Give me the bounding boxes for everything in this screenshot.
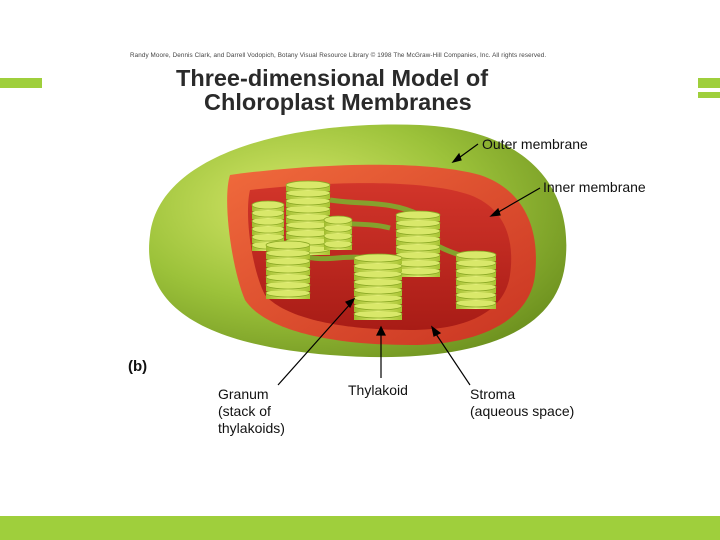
thylakoid-disk-top — [455, 250, 497, 260]
thylakoid-disk-top — [353, 253, 403, 263]
pointer-inner — [494, 187, 541, 215]
thylakoid-disk-top — [251, 200, 285, 210]
accent-bar-right — [698, 78, 720, 88]
thylakoid-disk-top — [285, 180, 331, 190]
label-stroma: Stroma (aqueous space) — [470, 386, 574, 420]
accent-bar-right-lower — [698, 92, 720, 98]
arrowhead-thylakoid — [376, 325, 386, 336]
label-inner-membrane: Inner membrane — [543, 179, 646, 195]
label-thylakoid: Thylakoid — [348, 382, 408, 398]
granum-stack — [353, 253, 403, 320]
label-outer-membrane: Outer membrane — [482, 136, 588, 152]
arrowhead-outer — [451, 152, 462, 163]
arrowhead-granum — [345, 297, 356, 309]
granum-stack — [265, 240, 311, 299]
granum-stack — [395, 210, 441, 277]
arrowhead-inner — [489, 207, 501, 217]
thylakoid-disk-top — [323, 215, 353, 225]
title-line-2: Chloroplast Membranes — [204, 89, 472, 115]
footer-accent-bar — [0, 516, 720, 540]
label-granum-line-2: (stack of — [218, 403, 271, 419]
granum-stack — [455, 250, 497, 309]
accent-bar-left — [0, 78, 42, 88]
thylakoid-disk-top — [265, 240, 311, 250]
title-line-1: Three-dimensional Model of — [176, 65, 489, 91]
thylakoid-disk-top — [395, 210, 441, 220]
label-granum-line-1: Granum — [218, 386, 269, 402]
pointer-stroma — [433, 330, 471, 386]
label-stroma-line-1: Stroma — [470, 386, 516, 402]
label-granum: Granum (stack of thylakoids) — [218, 386, 285, 437]
pointer-granum — [277, 301, 353, 386]
label-stroma-line-2: (aqueous space) — [470, 403, 575, 419]
page-title: Three-dimensional Model of Chloroplast M… — [176, 66, 536, 114]
granum-stack — [323, 215, 353, 250]
label-granum-line-3: thylakoids) — [218, 420, 285, 436]
panel-label: (b) — [128, 358, 148, 375]
arrowhead-stroma — [431, 325, 442, 337]
credit-line: Randy Moore, Dennis Clark, and Darrell V… — [130, 52, 547, 59]
